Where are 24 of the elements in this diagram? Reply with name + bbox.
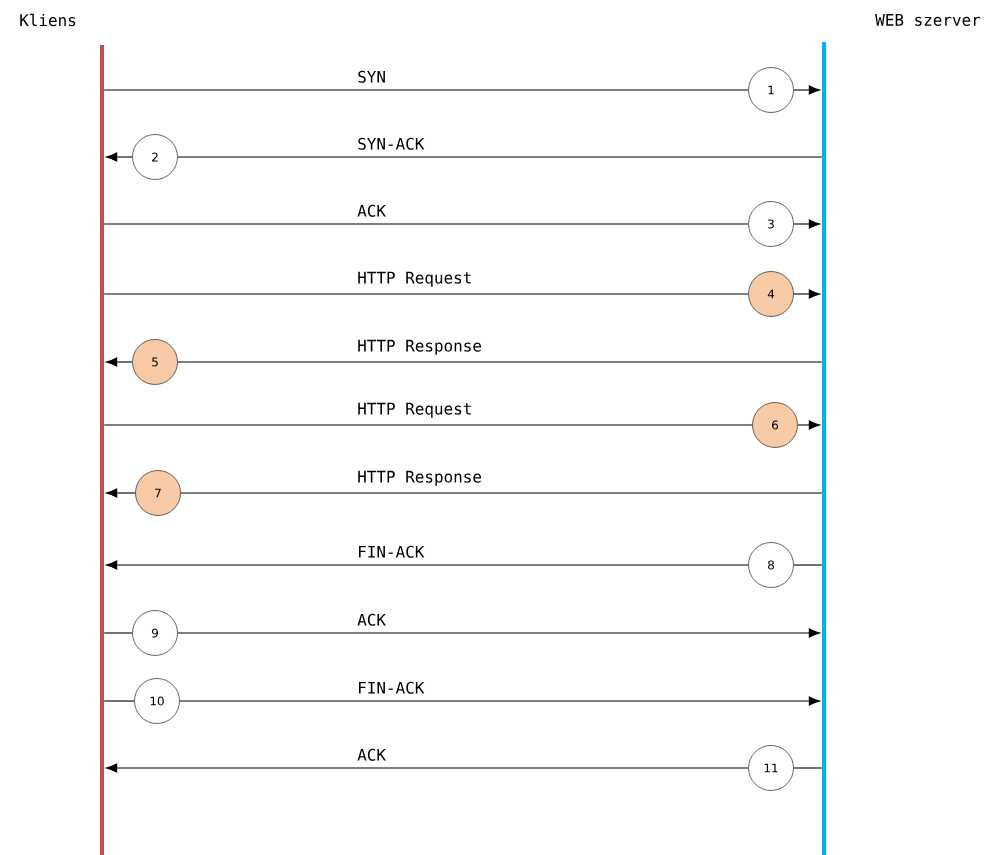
edge-label: SYN-ACK xyxy=(356,136,426,151)
arrow xyxy=(177,628,821,638)
arrow xyxy=(793,85,821,95)
edge-label: HTTP Response xyxy=(356,338,483,356)
edge-label: ACK xyxy=(356,203,387,218)
edge-label: ACK xyxy=(356,747,387,762)
lifeline-heading: Kliens xyxy=(20,13,76,27)
arrow xyxy=(793,219,821,229)
arrow xyxy=(105,488,136,498)
edge-label: HTTP Request xyxy=(356,401,474,419)
edge-label: FIN-ACK xyxy=(356,544,426,559)
lifeline-heading: WEB szerver xyxy=(875,14,981,26)
arrow xyxy=(179,696,821,706)
arrow xyxy=(793,289,821,299)
arrow xyxy=(797,420,821,430)
edge-label: ACK xyxy=(356,612,387,627)
edge-label: HTTP Response xyxy=(356,469,483,487)
arrow xyxy=(105,560,749,570)
edge-label: FIN-ACK xyxy=(356,680,426,695)
arrow xyxy=(105,152,133,162)
edge-label: HTTP Request xyxy=(356,270,474,288)
arrow xyxy=(105,357,133,367)
edge-label: SYN xyxy=(356,69,387,84)
arrow xyxy=(105,763,749,773)
